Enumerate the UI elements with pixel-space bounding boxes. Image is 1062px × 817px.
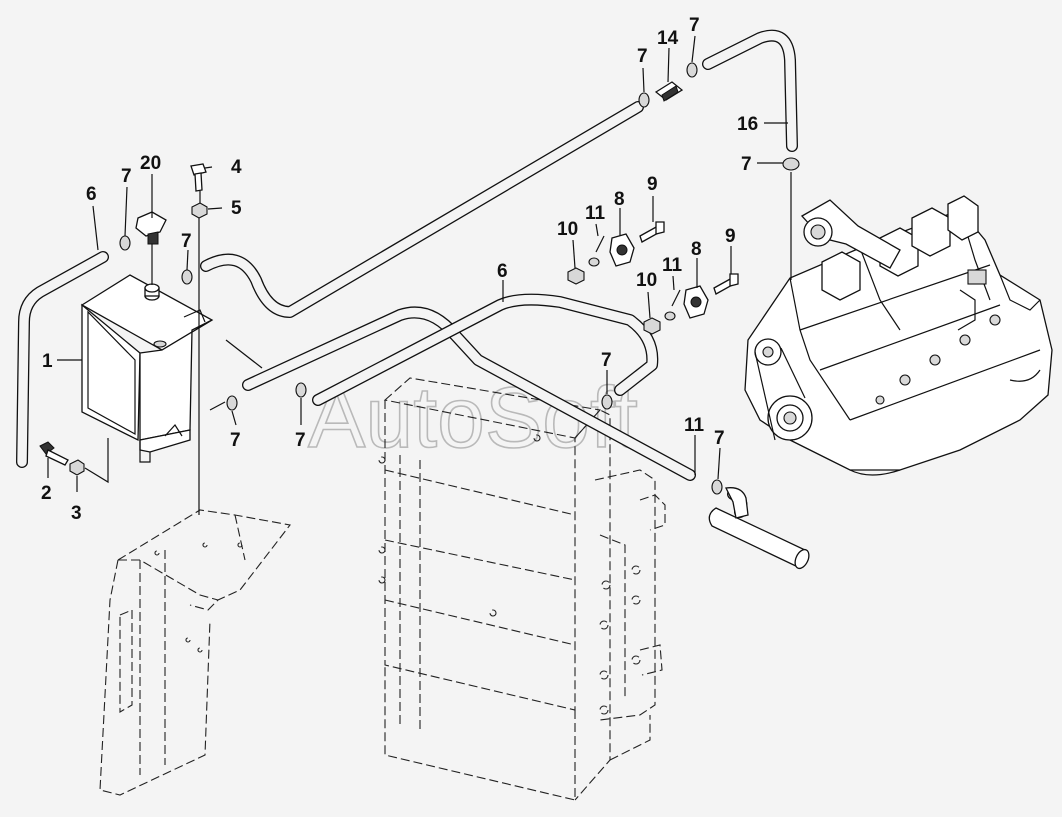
callout-11-lower-hose: 11 — [684, 415, 705, 436]
callout-7-lower-a: 7 — [230, 430, 241, 451]
expansion-tank — [80, 274, 214, 463]
callout-4: 4 — [231, 157, 242, 178]
callout-7-engine: 7 — [741, 154, 752, 175]
callouts: 6 7 20 4 5 7 1 2 3 7 7 7 14 7 16 7 9 8 1… — [41, 15, 758, 524]
callout-7-tank-right: 7 — [181, 231, 192, 252]
callout-1: 1 — [42, 351, 53, 372]
callout-7-right-hose: 7 — [601, 350, 612, 371]
bolt-4 — [190, 163, 207, 192]
leader-lines — [47, 35, 792, 515]
callout-7-tank-left: 7 — [121, 166, 132, 187]
callout-7-lower-b: 7 — [295, 430, 306, 451]
bolt-9-upper — [639, 221, 665, 243]
callout-8-upper: 8 — [614, 189, 625, 210]
outlet-pipe — [708, 487, 810, 570]
radiator — [378, 377, 666, 801]
callout-11-upper: 11 — [585, 203, 606, 224]
callout-7-top: 7 — [689, 15, 700, 36]
callout-9-lower: 9 — [725, 226, 736, 247]
filler-cap — [135, 211, 167, 245]
bolt-9-lower — [713, 273, 739, 295]
callout-3: 3 — [71, 503, 82, 524]
callout-10-lower: 10 — [636, 270, 657, 291]
hose-clamps — [119, 62, 800, 495]
nut-3 — [69, 459, 85, 476]
callout-7-upper-hose: 7 — [637, 46, 648, 67]
nut-5 — [191, 202, 208, 219]
callout-9-upper: 9 — [647, 174, 658, 195]
clip-8-upper — [609, 233, 635, 267]
callout-2: 2 — [41, 483, 52, 504]
callout-8-lower: 8 — [691, 239, 702, 260]
callout-10-upper: 10 — [557, 219, 578, 240]
callout-7-outlet: 7 — [714, 428, 725, 449]
mounting-bracket — [99, 509, 291, 796]
nut-10-upper — [567, 267, 585, 285]
engine — [744, 195, 1053, 476]
washer-11-lower — [664, 289, 681, 321]
callout-5: 5 — [231, 198, 242, 219]
washer-11-upper — [588, 235, 605, 267]
clip-8-lower — [683, 285, 709, 319]
callout-6-left: 6 — [86, 184, 97, 205]
callout-14: 14 — [657, 28, 679, 49]
callout-11-lower: 11 — [662, 255, 683, 276]
callout-20: 20 — [140, 153, 161, 174]
nut-10-lower — [643, 317, 661, 335]
callout-16: 16 — [737, 114, 758, 135]
bolt-2 — [39, 441, 69, 466]
fitting-14 — [654, 81, 684, 102]
callout-6-right: 6 — [497, 261, 508, 282]
